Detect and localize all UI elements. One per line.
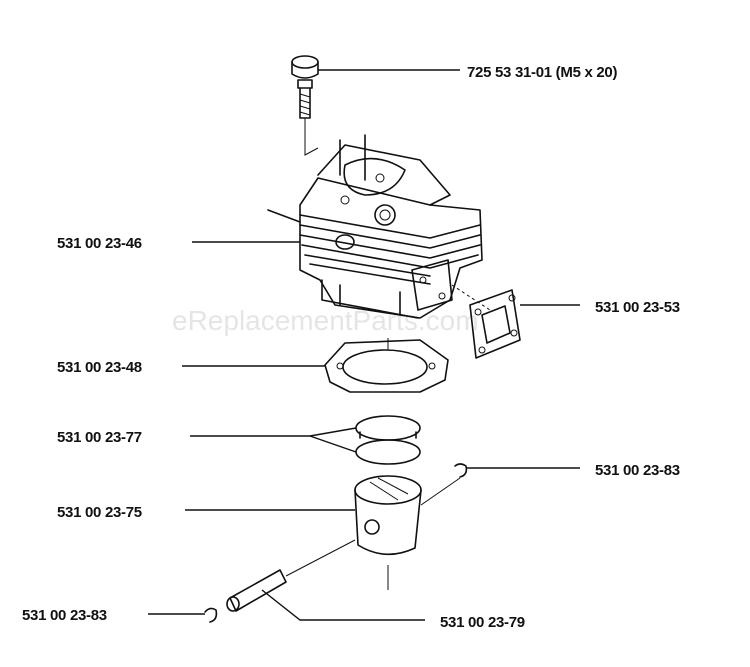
piston-rings-part	[355, 415, 421, 465]
circlip-right-part	[454, 463, 468, 478]
callout-circlip-right: 531 00 23-83	[595, 462, 680, 479]
callout-cylinder: 531 00 23-46	[57, 235, 142, 252]
piston-pin-part	[226, 539, 356, 612]
exhaust-gasket-part	[469, 289, 521, 359]
callout-piston-pin: 531 00 23-79	[440, 614, 525, 631]
callout-piston-rings: 531 00 23-77	[57, 429, 142, 446]
watermark-text: eReplacementParts.com	[172, 305, 479, 336]
callout-circlip-left: 531 00 23-83	[22, 607, 107, 624]
leader-lines	[148, 69, 580, 621]
callout-piston: 531 00 23-75	[57, 504, 142, 521]
callout-screw: 725 53 31-01 (M5 x 20)	[467, 64, 617, 81]
callout-exhaust-gasket: 531 00 23-53	[595, 299, 680, 316]
cylinder-gasket-part	[324, 338, 449, 393]
piston-part	[354, 475, 461, 590]
cylinder-part	[267, 134, 491, 319]
circlip-left-part	[204, 607, 218, 623]
callout-cylinder-gasket: 531 00 23-48	[57, 359, 142, 376]
screw-part	[291, 55, 319, 156]
